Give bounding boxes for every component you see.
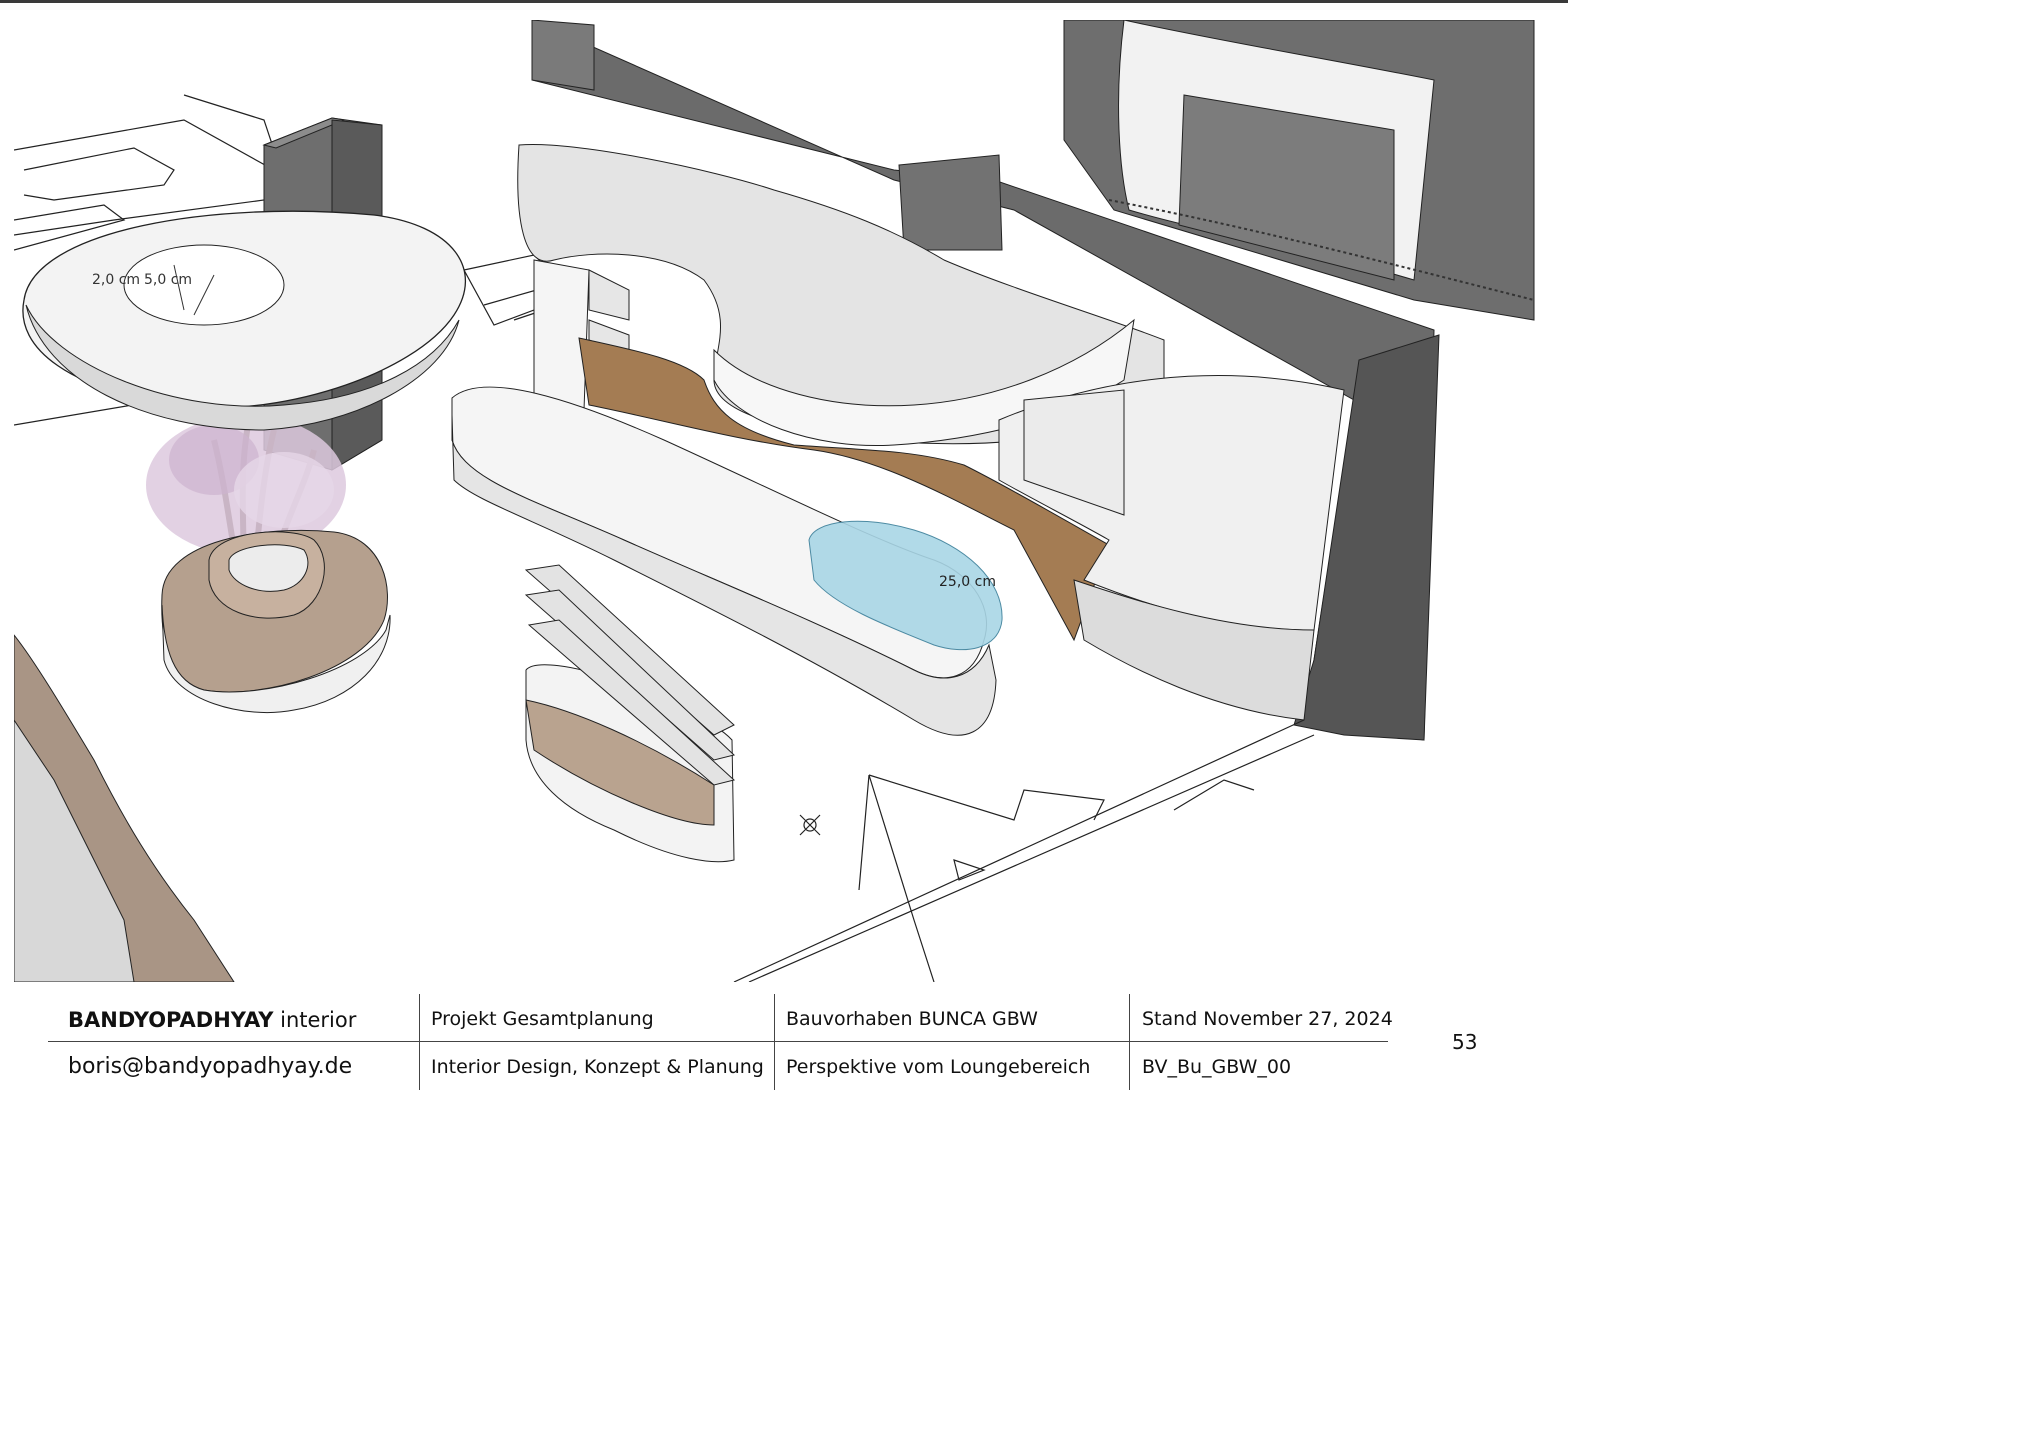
title-block-divider	[48, 1041, 1388, 1042]
dim-label-planter-2: 5,0 cm	[144, 272, 192, 288]
ceiling-ring-opening	[123, 244, 285, 326]
building-name: Bauvorhaben BUNCA GBW	[786, 1008, 1038, 1030]
floor-linework	[733, 719, 1315, 982]
planter-bench	[161, 529, 391, 714]
glass-basin	[808, 520, 1003, 651]
right-curved-wall	[998, 375, 1345, 721]
reception-counter: 25,0 cm	[451, 386, 1003, 736]
tree	[146, 415, 346, 581]
discipline: Interior Design, Konzept & Planung	[431, 1056, 764, 1078]
contact-email: boris@bandyopadhyay.de	[68, 1054, 353, 1079]
shelf-unit	[524, 564, 736, 863]
title-block-column-rule	[419, 994, 420, 1090]
perspective-render: 2,0 cm 5,0 cm	[14, 20, 1538, 982]
title-block-column-rule	[774, 994, 775, 1090]
lower-left-room	[14, 634, 235, 982]
status-date: Stand November 27, 2024	[1142, 1008, 1393, 1030]
title-block: BANDYOPADHYAY interior boris@bandyopadhy…	[48, 994, 1393, 1090]
brand-light: interior	[280, 1008, 357, 1032]
drawing-code: BV_Bu_GBW_00	[1142, 1056, 1292, 1078]
cork-panel	[578, 337, 1110, 642]
brand-bold: BANDYOPADHYAY	[68, 1008, 274, 1032]
top-border	[0, 0, 1568, 3]
title-block-column-rule	[1129, 994, 1130, 1090]
dim-label-counter: 25,0 cm	[939, 574, 996, 590]
ceiling-ring: 2,0 cm 5,0 cm	[22, 210, 466, 431]
brand-name: BANDYOPADHYAY interior	[68, 1008, 356, 1032]
project-label: Projekt Gesamtplanung	[431, 1008, 654, 1030]
view-title: Perspektive vom Loungebereich	[786, 1056, 1091, 1078]
dim-label-planter: 2,0 cm	[92, 272, 140, 288]
back-wall	[531, 20, 1440, 741]
page-number: 53	[1452, 1030, 1478, 1054]
render-canvas: 2,0 cm 5,0 cm	[14, 20, 1535, 982]
upper-right-room	[1063, 20, 1535, 321]
